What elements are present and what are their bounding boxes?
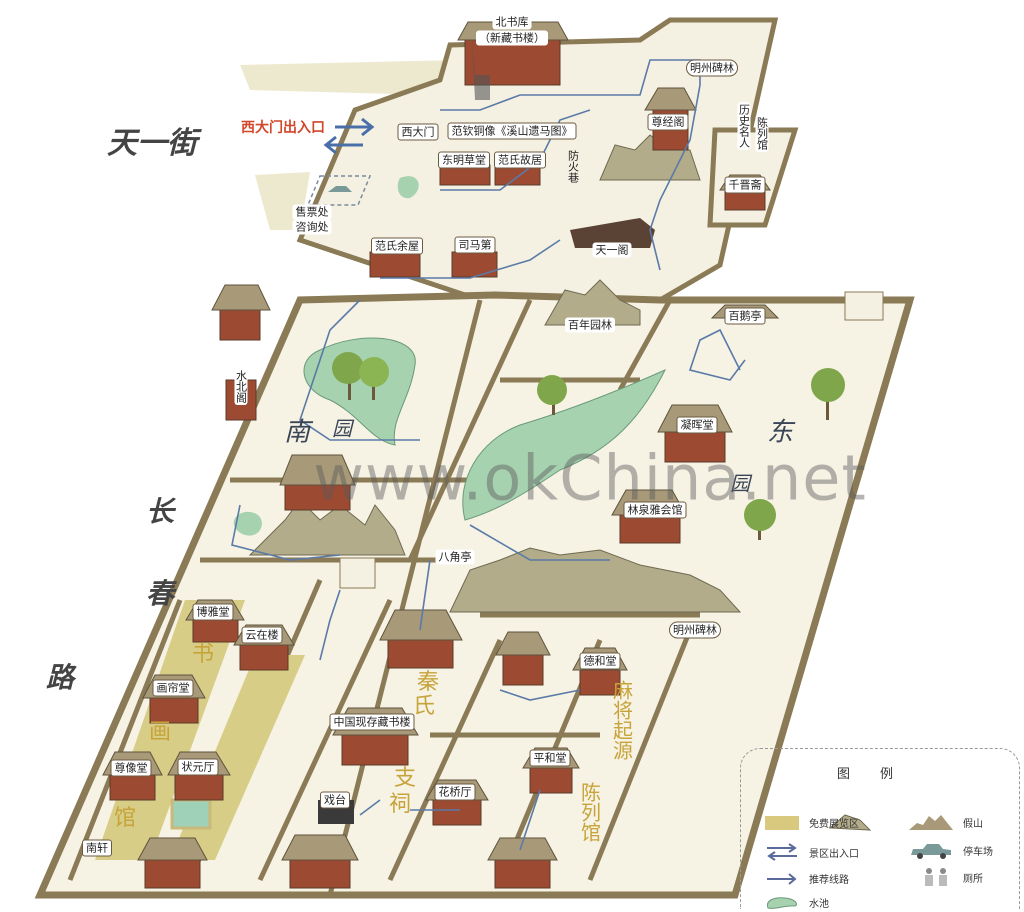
label-sima-mansion[interactable]: 司马第 bbox=[454, 236, 496, 254]
legend-label: 水池 bbox=[809, 899, 829, 910]
label-zunxiang-hall[interactable]: 尊像堂 bbox=[110, 759, 152, 777]
pond-south-garden bbox=[303, 337, 416, 446]
street-changchun-1: 长 bbox=[145, 495, 175, 528]
label-north-library-sub: （新藏书楼） bbox=[476, 30, 548, 46]
label-qianjin-studio[interactable]: 千晋斋 bbox=[724, 176, 766, 194]
legend-item-parking: 停车场 bbox=[909, 841, 993, 859]
zone-gallery-3: 馆 bbox=[113, 806, 137, 831]
label-fire-lane: 防火巷 bbox=[566, 150, 580, 183]
legend-item-route: 推荐线路 bbox=[765, 871, 849, 886]
legend-item-entrance: 景区出入口 bbox=[765, 843, 859, 861]
exhibition-area-swatch bbox=[765, 815, 799, 830]
parking-area bbox=[306, 175, 372, 206]
street-changchun-3: 路 bbox=[45, 661, 75, 694]
legend-title: 图例 bbox=[836, 767, 923, 782]
zone-south-garden-1: 南 bbox=[283, 417, 311, 448]
label-nanxuan[interactable]: 南轩 bbox=[82, 839, 112, 857]
west-gate-entrance-label: 西大门出入口 bbox=[241, 120, 325, 136]
pond-east-garden bbox=[462, 368, 667, 521]
label-fan-qin-statue[interactable]: 范钦铜像《溪山遗马图》 bbox=[447, 122, 577, 140]
label-pinghe-hall[interactable]: 平和堂 bbox=[529, 749, 571, 767]
label-zunjing-pavilion[interactable]: 尊经阁 bbox=[647, 113, 689, 131]
legend-item-toilet: 厕所 bbox=[919, 867, 983, 887]
label-shuibei-pavilion[interactable]: 水北阁 bbox=[234, 368, 248, 405]
legend-label: 厕所 bbox=[963, 873, 983, 885]
toilet-block bbox=[339, 557, 376, 589]
rockery-icon bbox=[909, 815, 953, 830]
zone-east-garden-2: 园 bbox=[730, 471, 750, 496]
label-dehe-hall[interactable]: 德和堂 bbox=[579, 652, 621, 670]
label-history-hall[interactable]: 陈列馆 bbox=[755, 115, 769, 152]
label-dongming-hall[interactable]: 东明草堂 bbox=[438, 151, 490, 169]
legend-item-rockery: 假山 bbox=[909, 813, 983, 831]
label-hualian-hall[interactable]: 画帘堂 bbox=[152, 679, 194, 697]
legend-label: 停车场 bbox=[963, 846, 993, 858]
zone-qin-1: 秦 bbox=[416, 670, 440, 695]
car-icon bbox=[328, 186, 352, 192]
double-arrow-icon bbox=[767, 843, 797, 861]
zone-east-garden-1: 东 bbox=[766, 417, 794, 448]
zone-south-garden-2: 园 bbox=[332, 416, 352, 441]
zone-gallery-1: 书 bbox=[191, 642, 215, 667]
zone-qin-4: 祠 bbox=[388, 792, 412, 817]
legend-label: 免费展览区 bbox=[809, 819, 859, 830]
toilet-icon bbox=[925, 868, 947, 886]
label-china-libraries[interactable]: 中国现存藏书楼 bbox=[329, 713, 415, 731]
label-ticket-office[interactable]: 售票处 bbox=[292, 204, 332, 220]
label-tianyi-pavilion[interactable]: 天一阁 bbox=[592, 242, 632, 258]
label-north-library[interactable]: 北书库 bbox=[492, 14, 532, 30]
label-boya-hall[interactable]: 博雅堂 bbox=[192, 603, 234, 621]
label-ninghui-hall[interactable]: 凝晖堂 bbox=[676, 416, 718, 434]
zone-mahjong-hall: 陈列馆 bbox=[577, 782, 602, 842]
label-stele-forest-south[interactable]: 明州碑林 bbox=[669, 621, 721, 639]
zone-gallery-2: 画 bbox=[148, 720, 172, 745]
label-baie-pavilion[interactable]: 百鹅亭 bbox=[724, 307, 766, 325]
legend: 图例 免费展览区 景区出入口 推荐线路 水池 假山 停车场 厕所 bbox=[740, 748, 1020, 910]
label-stele-forest-north[interactable]: 明州碑林 bbox=[686, 59, 738, 77]
toilet-block bbox=[844, 291, 884, 321]
watermark: www.okChina.net bbox=[313, 441, 867, 515]
street-changchun-2: 春 bbox=[145, 577, 175, 610]
zone-qin-3: 支 bbox=[393, 766, 417, 791]
pond-square bbox=[170, 798, 212, 830]
label-info-desk[interactable]: 咨询处 bbox=[292, 219, 332, 235]
label-fan-residence[interactable]: 范氏故居 bbox=[494, 151, 546, 169]
label-history-figures[interactable]: 历史名人 bbox=[737, 102, 751, 150]
car-icon bbox=[911, 844, 951, 859]
label-linquan-hall[interactable]: 林泉雅会馆 bbox=[623, 501, 687, 519]
entrance-arrows bbox=[323, 117, 375, 155]
label-stage[interactable]: 戏台 bbox=[320, 791, 350, 809]
label-zhuangyuan-hall[interactable]: 状元厅 bbox=[177, 758, 219, 776]
label-century-garden[interactable]: 百年园林 bbox=[565, 317, 615, 333]
legend-item-exhibition: 免费展览区 bbox=[765, 815, 859, 830]
label-west-gate[interactable]: 西大门 bbox=[397, 123, 439, 141]
tianyi-pavilion-roof bbox=[570, 218, 655, 248]
pond-small bbox=[397, 176, 419, 199]
legend-label: 假山 bbox=[963, 818, 983, 830]
trees bbox=[332, 352, 845, 540]
zone-qin-2: 氏 bbox=[412, 694, 436, 719]
road-strip bbox=[240, 60, 460, 95]
label-fan-houses[interactable]: 范氏余屋 bbox=[371, 237, 423, 255]
label-yunzai-tower[interactable]: 云在楼 bbox=[241, 626, 283, 644]
legend-item-pond: 水池 bbox=[765, 895, 829, 910]
pond-icon bbox=[766, 896, 798, 909]
legend-label: 推荐线路 bbox=[809, 875, 849, 886]
street-tianyi: 天一街 bbox=[107, 126, 197, 161]
pond-small bbox=[233, 511, 262, 536]
label-huaqiao-hall[interactable]: 花桥厅 bbox=[434, 783, 476, 801]
rockeries bbox=[248, 134, 872, 831]
zone-mahjong-origin: 麻将起源 bbox=[609, 680, 634, 760]
label-bajiao-pavilion[interactable]: 八角亭 bbox=[435, 549, 475, 565]
arrow-icon bbox=[767, 872, 797, 885]
legend-label: 景区出入口 bbox=[809, 848, 859, 860]
